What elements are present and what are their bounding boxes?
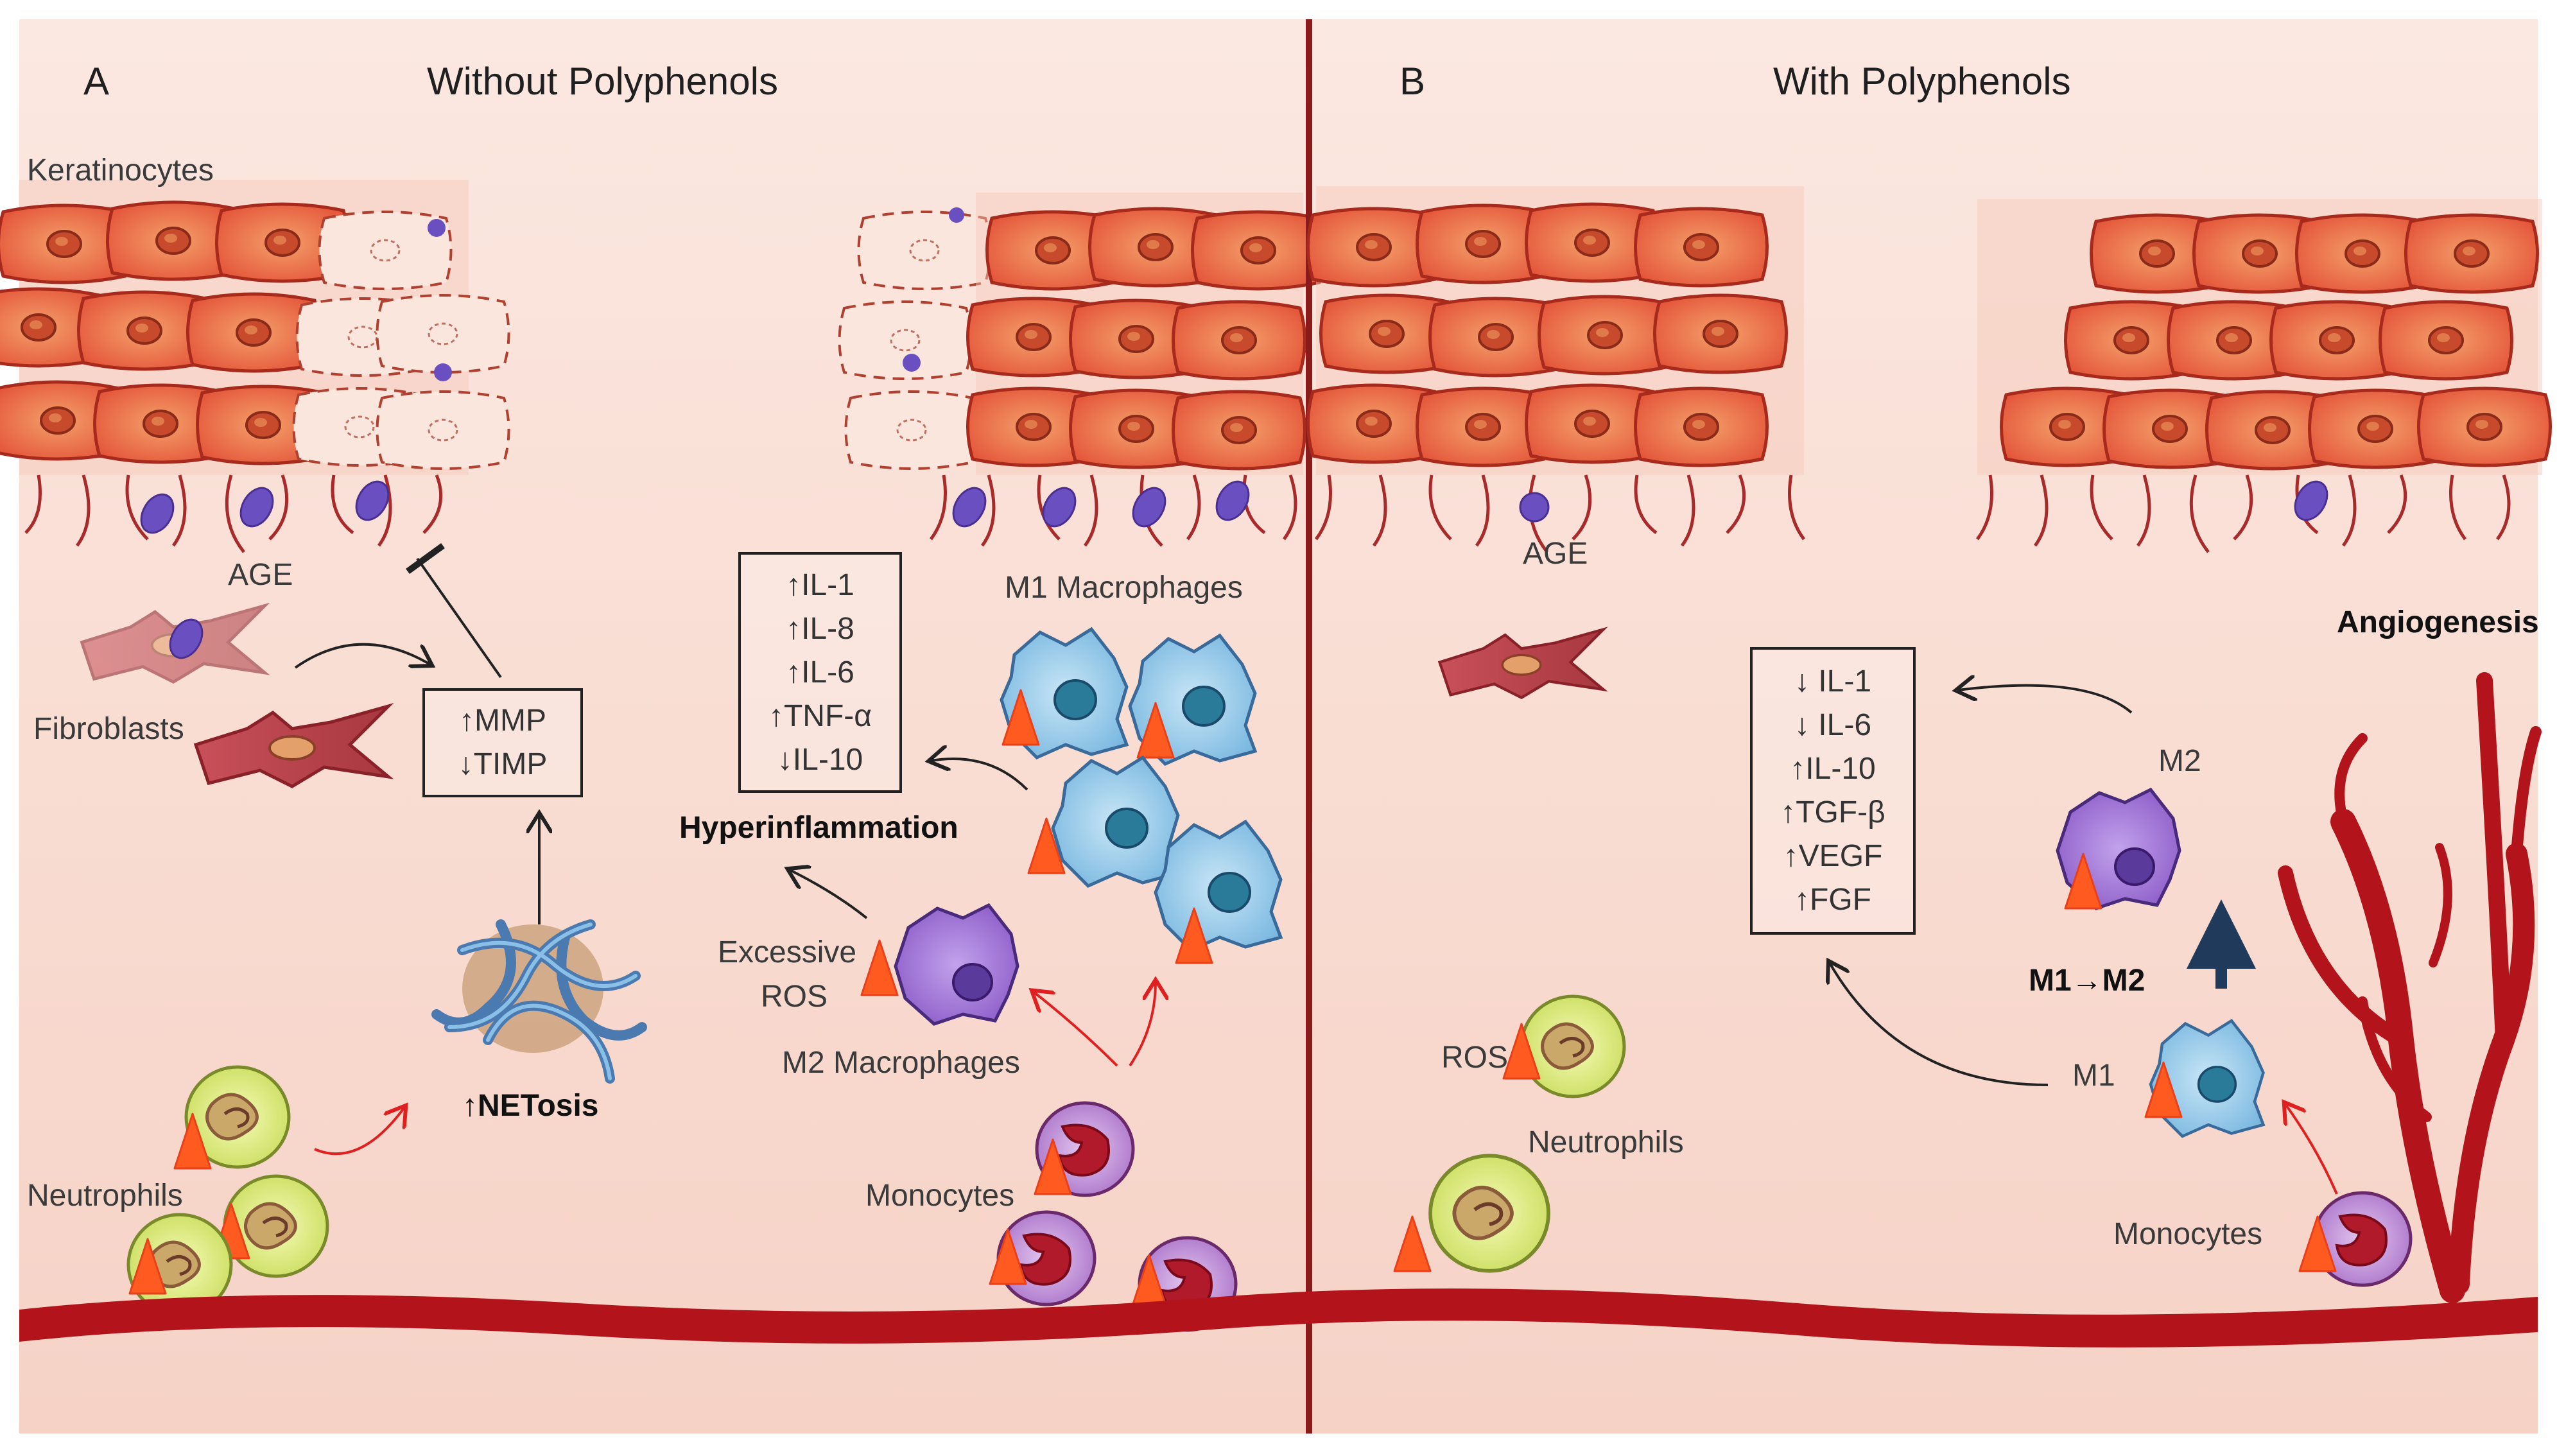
- ros-label: ROS: [1441, 1041, 1509, 1075]
- cytokine-b-1: ↓ IL-1: [1794, 664, 1872, 698]
- age-label-b: AGE: [1523, 537, 1588, 571]
- m1-to-m2-label: M1→M2: [2029, 964, 2145, 998]
- dermal-blood-vessel: [19, 1288, 2538, 1348]
- monocytes-label-b: Monocytes: [2113, 1217, 2263, 1251]
- timp-line: ↓TIMP: [458, 747, 548, 781]
- cytokine-a-1: ↑IL-1: [786, 568, 854, 602]
- panel-a-black-arrows: [294, 542, 1028, 924]
- hyperinflammation-label: Hyperinflammation: [679, 811, 958, 845]
- mmp-line: ↑MMP: [459, 704, 546, 738]
- panel-b-title: With Polyphenols: [1773, 60, 2071, 103]
- panel-b-keratinocyte-layer: [1308, 186, 2551, 475]
- panel-a-keratinocyte-layer: [0, 180, 1324, 475]
- cytokine-a-3: ↑IL-6: [786, 655, 854, 689]
- cytokine-a-5: ↓IL-10: [777, 742, 863, 777]
- net-structure: [431, 919, 647, 1084]
- neutrophils-label-b: Neutrophils: [1528, 1125, 1684, 1159]
- netosis-label: ↑NETosis: [462, 1089, 599, 1123]
- cytokine-b-5: ↑VEGF: [1783, 839, 1883, 873]
- blood-vessel-branch: [2278, 672, 2542, 1303]
- cytokine-box-b: ↓ IL-1 ↓ IL-6 ↑IL-10 ↑TGF-β ↑VEGF ↑FGF: [1750, 647, 1916, 935]
- keratinocytes-label: Keratinocytes: [27, 153, 214, 187]
- panel-b-black-arrows: [1830, 686, 2133, 1086]
- cytokine-b-2: ↓ IL-6: [1794, 708, 1872, 742]
- m1-macrophages-label: M1 Macrophages: [1005, 571, 1243, 605]
- cytokine-b-6: ↑FGF: [1794, 883, 1871, 917]
- cytokine-b-3: ↑IL-10: [1790, 752, 1876, 786]
- cytokine-a-4: ↑TNF-α: [768, 698, 872, 733]
- panel-b-red-arrow: [2285, 1104, 2338, 1195]
- monocytes-label-a: Monocytes: [865, 1179, 1015, 1213]
- age-label-a: AGE: [228, 558, 293, 592]
- panel-a-red-arrows: [314, 982, 1156, 1156]
- panel-a-title: Without Polyphenols: [427, 60, 778, 103]
- panel-a-letter: A: [83, 60, 110, 103]
- cytokine-box-a: ↑IL-1 ↑IL-8 ↑IL-6 ↑TNF-α ↓IL-10: [738, 552, 902, 793]
- panel-divider: [1306, 19, 1312, 1434]
- cytokine-a-2: ↑IL-8: [786, 611, 854, 646]
- panel-b-m2-macrophage: [2058, 790, 2180, 908]
- cytokine-b-4: ↑TGF-β: [1780, 795, 1885, 829]
- excessive-ros-label-2: ROS: [761, 980, 828, 1014]
- mmp-timp-box: ↑MMP ↓TIMP: [422, 688, 583, 797]
- fibroblasts-label: Fibroblasts: [33, 712, 184, 746]
- angiogenesis-label: Angiogenesis: [2337, 605, 2539, 639]
- panel-a-age-particles: [134, 207, 1256, 540]
- neutrophils-label-a: Neutrophils: [27, 1179, 183, 1213]
- m1-label: M1: [2072, 1059, 2115, 1093]
- m2-macrophages-label: M2 Macrophages: [782, 1046, 1020, 1080]
- excessive-ros-label-1: Excessive: [718, 935, 857, 969]
- m2-label: M2: [2158, 744, 2201, 778]
- panel-b-letter: B: [1400, 60, 1426, 103]
- panel-b-age-particles: [1519, 474, 2335, 527]
